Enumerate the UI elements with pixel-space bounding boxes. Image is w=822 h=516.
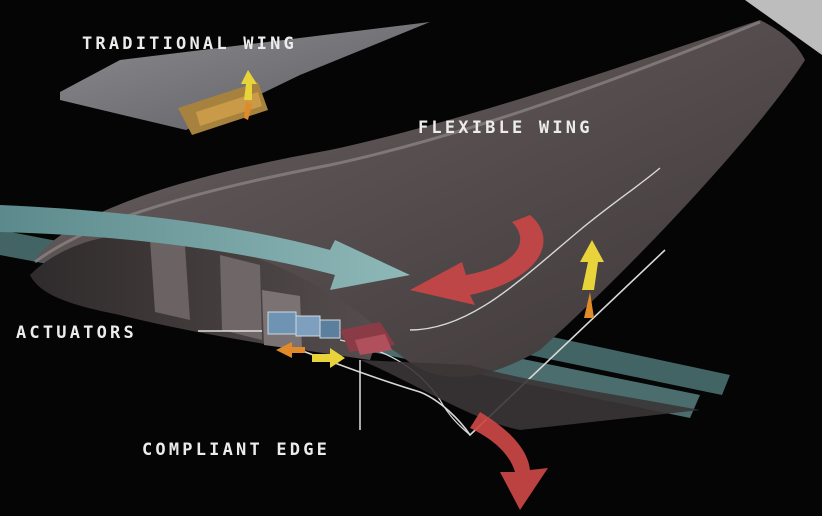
actuator-block-1	[267, 311, 297, 335]
trailing-edge-skin	[360, 360, 700, 430]
actuators-label: ACTUATORS	[16, 323, 137, 343]
traditional-flap-up-arrow-icon	[241, 70, 257, 100]
airflow-arrow-over-wing	[0, 205, 410, 290]
flexible-wing-guide-line	[409, 167, 661, 331]
actuator-block-3	[319, 319, 341, 339]
wing-rib-2	[220, 255, 262, 340]
traditional-wing-illustration	[60, 22, 430, 135]
compliant-mechanism-highlight	[355, 334, 392, 355]
orange-arrow-left-icon	[276, 342, 305, 358]
wing-rib-1	[150, 240, 190, 320]
yellow-arrow-right-icon	[312, 348, 345, 368]
traditional-flap-down-arrow-icon	[244, 102, 252, 120]
red-flow-arrow-lower	[470, 412, 548, 510]
traditional-wing-flap-highlight	[196, 92, 262, 126]
corner-highlight	[745, 0, 822, 55]
flexible-wing-label: FLEXIBLE WING	[418, 118, 593, 138]
actuator-block-2	[295, 315, 321, 337]
compliant-edge-label: COMPLIANT EDGE	[142, 440, 331, 460]
actuator-motion-arrows	[276, 342, 345, 368]
traditional-wing-label: TRADITIONAL WING	[82, 34, 297, 54]
lift-arrow-icon	[580, 240, 604, 318]
actuator-assembly	[267, 311, 395, 355]
red-flow-arrow-upper	[410, 215, 544, 305]
